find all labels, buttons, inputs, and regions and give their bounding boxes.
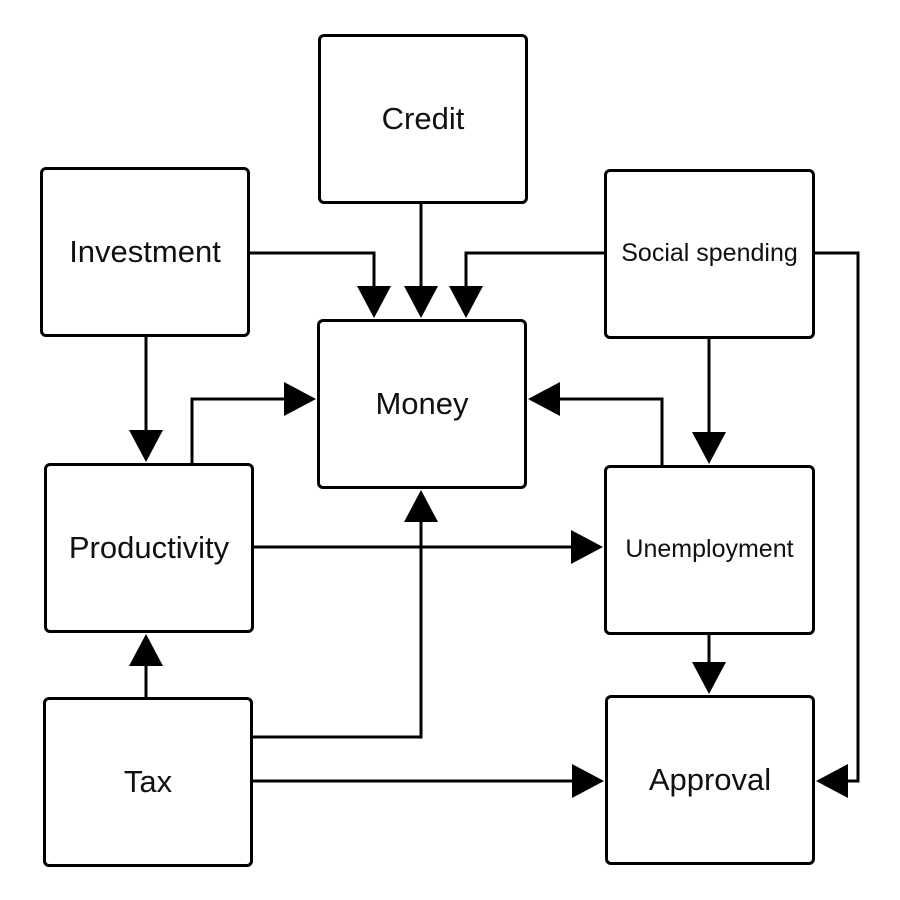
edge-productivity-money <box>190 382 316 463</box>
edge-productivity-unemployment <box>254 530 603 564</box>
edge-line <box>815 251 860 783</box>
node-approval-label: Approval <box>648 761 772 797</box>
node-money-label: Money <box>375 385 469 421</box>
node-productivity: Productivity <box>44 463 254 633</box>
node-tax: Tax <box>43 697 253 867</box>
node-investment-label: Investment <box>69 233 221 269</box>
arrowhead-icon <box>816 764 848 798</box>
arrowhead-icon <box>357 286 391 318</box>
arrowhead-icon <box>692 662 726 694</box>
node-unemployment: Unemployment <box>604 465 815 635</box>
node-social-spending-label: Social spending <box>621 239 798 268</box>
edge-tax-approval <box>253 764 604 798</box>
node-social-spending: Social spending <box>604 169 815 339</box>
edge-line <box>253 522 423 739</box>
edge-investment-productivity <box>129 337 163 462</box>
node-money: Money <box>317 319 527 489</box>
arrowhead-icon <box>572 764 604 798</box>
edge-tax-productivity <box>129 634 163 697</box>
edge-line <box>560 397 664 465</box>
edge-line <box>190 397 284 463</box>
edge-unemployment-approval <box>692 635 726 694</box>
node-investment: Investment <box>40 167 250 337</box>
node-credit-label: Credit <box>381 100 465 136</box>
arrowhead-icon <box>404 490 438 522</box>
edge-social-spending-approval <box>815 251 860 798</box>
edge-unemployment-money <box>528 382 664 465</box>
node-productivity-label: Productivity <box>68 529 230 565</box>
edge-line <box>250 251 376 286</box>
node-approval: Approval <box>605 695 815 865</box>
arrowhead-icon <box>692 432 726 464</box>
edge-credit-money <box>404 204 438 318</box>
edge-social-spending-money <box>449 251 604 318</box>
edge-line <box>464 251 604 286</box>
arrowhead-icon <box>449 286 483 318</box>
arrowhead-icon <box>284 382 316 416</box>
node-tax-label: Tax <box>123 763 173 799</box>
edge-investment-money <box>250 251 391 318</box>
arrowhead-icon <box>129 634 163 666</box>
node-credit: Credit <box>318 34 528 204</box>
node-unemployment-label: Unemployment <box>625 535 794 564</box>
arrowhead-icon <box>528 382 560 416</box>
arrowhead-icon <box>571 530 603 564</box>
arrowhead-icon <box>129 430 163 462</box>
arrowhead-icon <box>404 286 438 318</box>
edge-tax-money <box>253 490 438 739</box>
edge-social-spending-unemployment <box>692 339 726 464</box>
